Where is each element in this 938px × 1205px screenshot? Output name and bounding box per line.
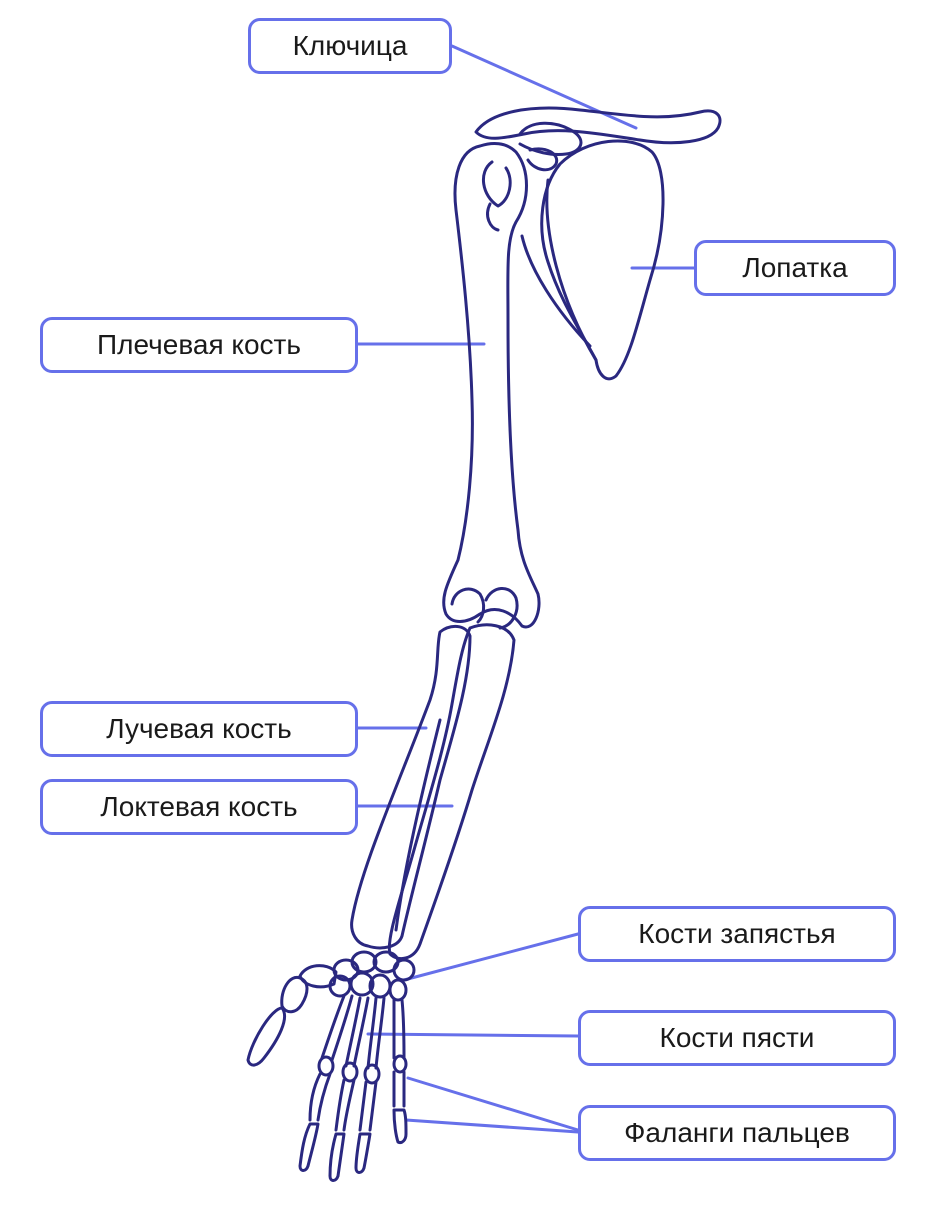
phalanx-bone xyxy=(394,1056,406,1072)
clavicle-leader-line xyxy=(452,46,636,128)
label-scapula: Лопатка xyxy=(694,240,896,296)
phalanx-bone xyxy=(300,1124,318,1171)
humerus-head-groove xyxy=(483,162,510,206)
label-clavicle: Ключица xyxy=(248,18,452,74)
carpal-bone xyxy=(394,960,414,980)
phalanx-bone xyxy=(394,1072,404,1106)
phalanx-bone xyxy=(310,1074,330,1120)
label-phalanges: Фаланги пальцев xyxy=(578,1105,896,1161)
scapula-inner-edge xyxy=(547,180,596,360)
phalanx-bone xyxy=(319,1057,333,1075)
metacarpal-bone xyxy=(402,1000,404,1058)
carpals-leader-line xyxy=(404,934,578,980)
carpal-bone xyxy=(390,980,406,1000)
metacarpal-bone xyxy=(354,998,368,1066)
humerus-elbow-condyle-right xyxy=(486,588,517,628)
phalanx-bone xyxy=(394,1110,406,1143)
humerus-elbow-condyle-left xyxy=(452,589,484,622)
phalanx-bone xyxy=(343,1063,357,1081)
phalanx-bone xyxy=(330,1134,344,1181)
interosseous-line xyxy=(396,720,440,930)
humerus-bone xyxy=(444,144,539,628)
thumb-distal-phalanx xyxy=(248,1008,285,1065)
phalanx-bone xyxy=(365,1065,379,1083)
label-carpals: Кости запястья xyxy=(578,906,896,962)
metacarpals-leader-line xyxy=(368,1034,578,1036)
scapula-bone xyxy=(542,141,663,379)
humerus-head-detail xyxy=(488,204,498,230)
label-radius: Лучевая кость xyxy=(40,701,358,757)
phalanx-bone xyxy=(336,1080,354,1130)
phalanx-bone xyxy=(356,1134,370,1173)
metacarpal-bone xyxy=(322,996,344,1058)
label-metacarpals: Кости пясти xyxy=(578,1010,896,1066)
leader-lines xyxy=(358,46,696,1132)
clavicle-bone xyxy=(476,108,720,143)
label-humerus: Плечевая кость xyxy=(40,317,358,373)
phalanx-bone xyxy=(360,1082,376,1130)
radius-bone xyxy=(352,626,470,947)
label-ulna: Локтевая кость xyxy=(40,779,358,835)
